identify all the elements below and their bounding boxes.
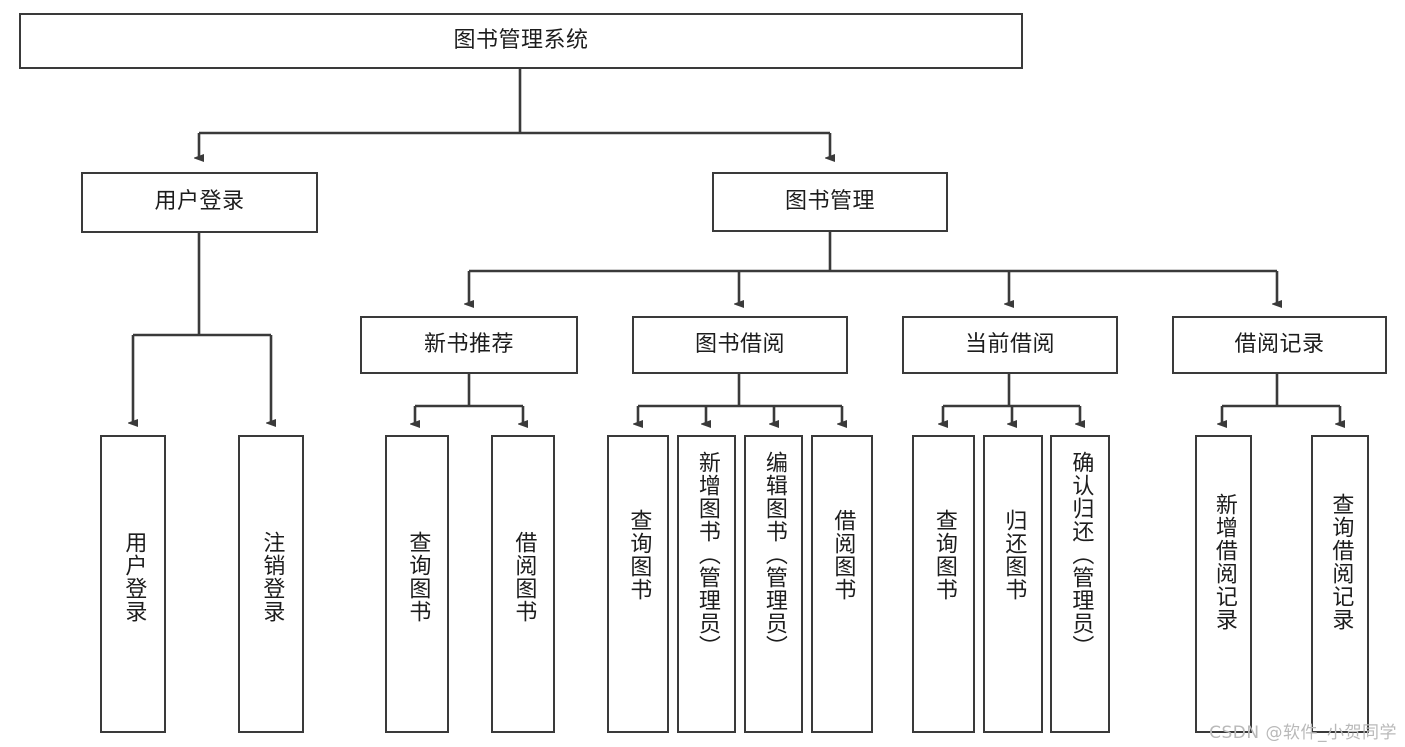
- leaf-return-book[interactable]: 归还图书: [983, 435, 1043, 733]
- node-user-login-label: 用户登录: [154, 189, 245, 215]
- node-book-management[interactable]: 图书管理: [712, 172, 948, 232]
- leaf-query-book-recommend-label: 查询图书: [405, 531, 431, 623]
- leaf-borrow-book-recommend-label: 借阅图书: [511, 531, 537, 623]
- node-root-label: 图书管理系统: [453, 27, 589, 53]
- leaf-query-book-current[interactable]: 查询图书: [912, 435, 975, 733]
- leaf-confirm-return-admin-label: 确认归还（管理员）: [1068, 451, 1094, 658]
- leaf-add-borrow-record[interactable]: 新增借阅记录: [1195, 435, 1252, 733]
- leaf-borrow-book-label: 借阅图书: [830, 509, 856, 601]
- leaf-query-borrow-record-label: 查询借阅记录: [1328, 493, 1354, 631]
- node-current-borrow-label: 当前借阅: [964, 331, 1055, 357]
- watermark: CSDN @软件_小贺同学: [1209, 723, 1397, 743]
- leaf-edit-book-admin[interactable]: 编辑图书（管理员）: [744, 435, 803, 733]
- leaf-add-book-admin[interactable]: 新增图书（管理员）: [677, 435, 736, 733]
- node-root[interactable]: 图书管理系统: [19, 13, 1023, 69]
- leaf-borrow-book[interactable]: 借阅图书: [811, 435, 873, 733]
- leaf-query-book-current-label: 查询图书: [931, 509, 957, 601]
- leaf-return-book-label: 归还图书: [1001, 509, 1027, 601]
- leaf-add-book-admin-label: 新增图书（管理员）: [694, 451, 720, 658]
- leaf-add-borrow-record-label: 新增借阅记录: [1211, 493, 1237, 631]
- leaf-user-login[interactable]: 用户登录: [100, 435, 166, 733]
- leaf-confirm-return-admin[interactable]: 确认归还（管理员）: [1050, 435, 1110, 733]
- leaf-query-borrow-record[interactable]: 查询借阅记录: [1311, 435, 1369, 733]
- leaf-query-book-recommend[interactable]: 查询图书: [385, 435, 449, 733]
- node-current-borrow[interactable]: 当前借阅: [902, 316, 1118, 374]
- node-book-management-label: 图书管理: [784, 188, 875, 214]
- node-borrow-record[interactable]: 借阅记录: [1172, 316, 1387, 374]
- node-new-book-recommend[interactable]: 新书推荐: [360, 316, 578, 374]
- node-book-borrow[interactable]: 图书借阅: [632, 316, 848, 374]
- node-book-borrow-label: 图书借阅: [694, 331, 785, 357]
- leaf-edit-book-admin-label: 编辑图书（管理员）: [761, 451, 787, 658]
- leaf-query-book-borrow[interactable]: 查询图书: [607, 435, 669, 733]
- leaf-borrow-book-recommend[interactable]: 借阅图书: [491, 435, 555, 733]
- leaf-logout-label: 注销登录: [259, 531, 285, 623]
- node-borrow-record-label: 借阅记录: [1234, 331, 1325, 357]
- leaf-query-book-borrow-label: 查询图书: [626, 509, 652, 601]
- node-new-book-recommend-label: 新书推荐: [423, 331, 514, 357]
- leaf-user-login-label: 用户登录: [121, 531, 147, 623]
- node-user-login[interactable]: 用户登录: [81, 172, 318, 233]
- leaf-logout[interactable]: 注销登录: [238, 435, 304, 733]
